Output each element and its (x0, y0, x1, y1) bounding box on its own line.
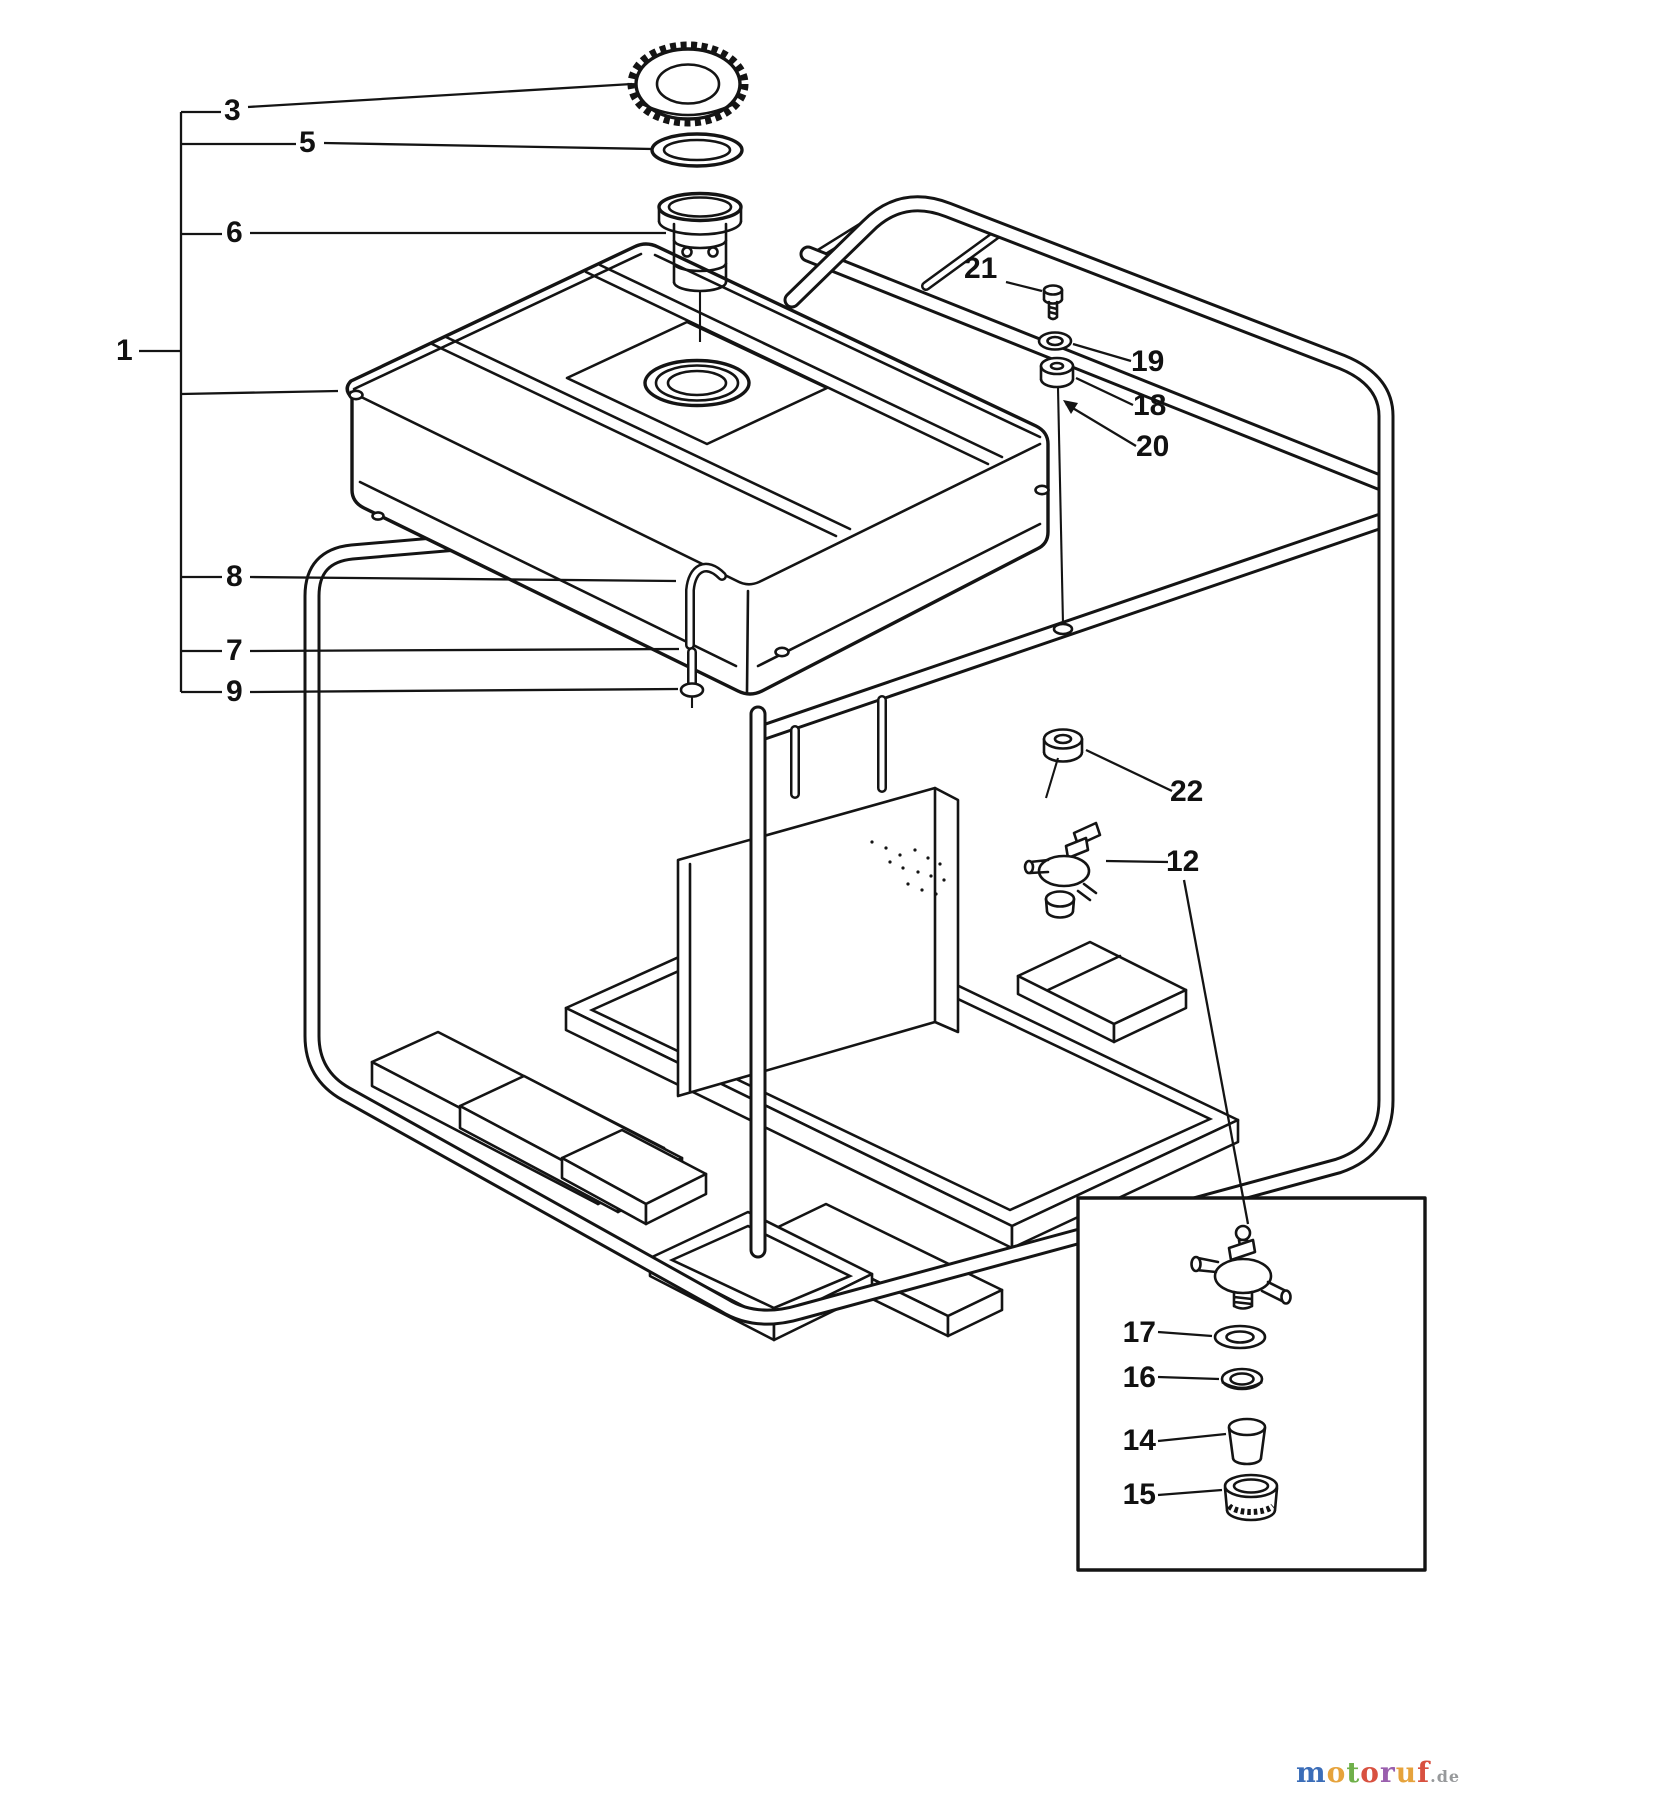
callout-8: 8 (226, 560, 243, 593)
fuel-cap-assembly (627, 41, 749, 342)
callout-15: 15 (1122, 1478, 1156, 1511)
spacer-18 (1039, 356, 1075, 389)
fuel-tank (345, 242, 1050, 696)
fuel-valve-12 (1023, 821, 1102, 919)
tank-filler-opening (643, 358, 751, 408)
callout-3: 3 (224, 94, 241, 127)
callout-9: 9 (226, 675, 243, 708)
mounting-hardware (1023, 284, 1102, 919)
callout-12: 12 (1166, 845, 1200, 878)
bolt-21 (1042, 284, 1064, 321)
callout-21: 21 (964, 252, 998, 285)
left-skid-blocks (370, 1030, 708, 1226)
inset-washer-17 (1213, 1324, 1267, 1350)
callout-18: 18 (1133, 389, 1167, 422)
watermark-motoruf[interactable]: motoruf.de (1296, 1756, 1460, 1789)
rail-mount-hole (1052, 622, 1074, 636)
callout-20: 20 (1136, 430, 1170, 463)
inset-fuel-valve (1190, 1224, 1292, 1310)
watermark-word: motoruf (1296, 1756, 1431, 1789)
filler-recess (565, 320, 829, 446)
bolt-axis-line (1056, 387, 1065, 625)
valve-detail-inset (1076, 1196, 1427, 1572)
callout-6: 6 (226, 216, 243, 249)
callout-1: 1 (116, 334, 133, 367)
inset-filter-cup-14 (1227, 1417, 1267, 1466)
fuel-outlet-pipe (679, 568, 722, 708)
filler-neck-6 (657, 191, 743, 342)
panel-speckle-shading (870, 840, 946, 896)
generator-base-plates (370, 786, 1240, 1342)
fuel-cap-3 (627, 41, 749, 127)
valve-heat-shield-plate (1016, 940, 1188, 1044)
inset-bowl-15 (1223, 1473, 1279, 1522)
callout-14: 14 (1122, 1424, 1156, 1457)
callout-leader-lines (139, 82, 1250, 1497)
rubber-mount-22 (1042, 728, 1084, 799)
callout-22: 22 (1170, 775, 1204, 808)
watermark-suffix: .de (1430, 1767, 1461, 1786)
tank-mounting-holes (348, 389, 1050, 658)
washer-19 (1037, 331, 1073, 351)
cap-gasket-5 (650, 132, 744, 168)
callout-7: 7 (226, 634, 243, 667)
callout-17: 17 (1122, 1316, 1156, 1349)
callout-5: 5 (299, 126, 316, 159)
arrowhead-20 (1063, 400, 1078, 414)
pipe-clamp (679, 682, 705, 698)
inset-ring-16 (1220, 1367, 1264, 1391)
callout-16: 16 (1122, 1361, 1156, 1394)
callout-19: 19 (1131, 345, 1165, 378)
engine-side-panel (676, 786, 960, 1098)
